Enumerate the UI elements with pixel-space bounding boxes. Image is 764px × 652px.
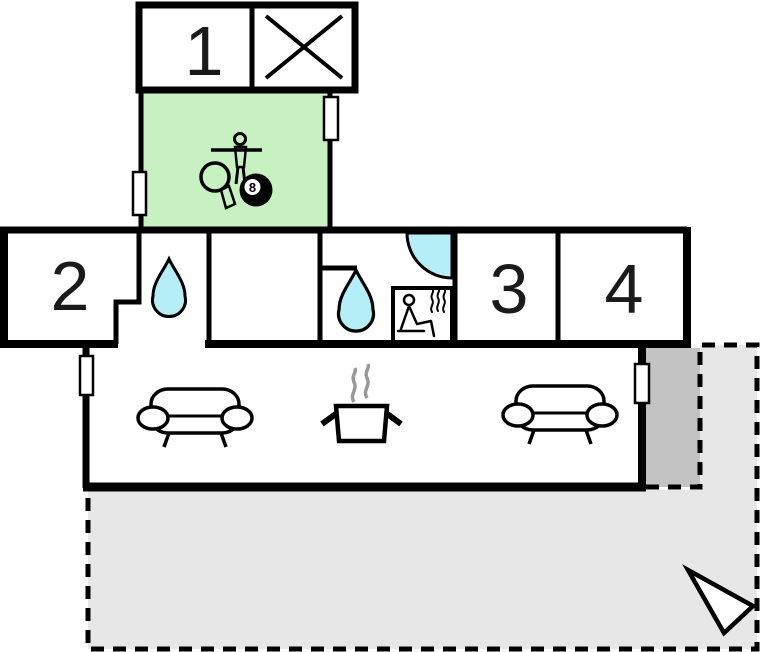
window xyxy=(633,362,651,405)
steam-icon xyxy=(363,363,371,399)
room-2-label: 2 xyxy=(51,247,90,325)
eight-ball-label: 8 xyxy=(249,180,256,195)
cooking-pot-icon xyxy=(320,363,403,444)
x-mark-icon xyxy=(264,14,344,80)
terrace-dashed-border xyxy=(85,342,760,652)
room-4-label: 4 xyxy=(605,250,644,328)
sofa-icon xyxy=(136,387,254,448)
sauna-icon xyxy=(396,288,447,338)
steam-icon xyxy=(350,367,358,403)
table-tennis-paddle-icon xyxy=(199,161,237,210)
water-drop-icon xyxy=(151,255,187,319)
terrace-area xyxy=(88,345,757,649)
eight-ball-icon: 8 xyxy=(239,173,273,207)
north-arrow-icon xyxy=(682,564,757,637)
sauna-cabin xyxy=(391,286,454,344)
room-1-outline xyxy=(135,1,359,94)
foosball-player-icon xyxy=(211,132,262,185)
water-drop-icon xyxy=(336,266,376,333)
corner-shower-icon xyxy=(405,231,454,280)
window xyxy=(78,354,95,397)
room-2-right-wall xyxy=(113,230,142,344)
window xyxy=(131,170,148,217)
window xyxy=(322,95,340,142)
room-1-label: 1 xyxy=(185,12,224,90)
covered-terrace-area xyxy=(646,348,700,487)
room-3-label: 3 xyxy=(490,250,529,328)
sofa-icon xyxy=(501,384,619,445)
